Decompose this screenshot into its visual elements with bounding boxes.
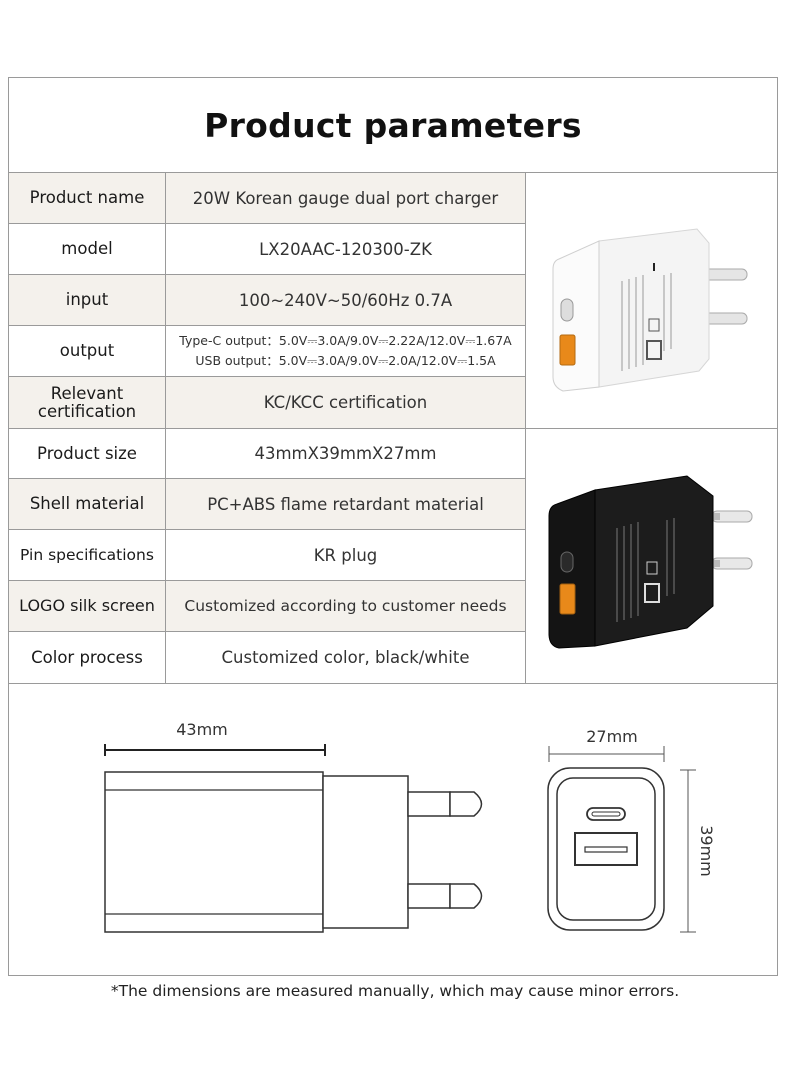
param-label-input: input <box>9 275 165 325</box>
dimension-diagram: 43mm 27mm <box>9 684 777 975</box>
label-line: Relevant <box>50 383 124 403</box>
param-label-logo: LOGO silk screen <box>9 581 165 631</box>
param-value-product-size: 43mmX39mmX27mm <box>254 444 437 463</box>
black-charger-image <box>526 429 777 683</box>
dim-width-label: 27mm <box>586 727 638 746</box>
page-title: Product parameters <box>204 105 582 145</box>
divider <box>9 478 526 479</box>
param-value-model: LX20AAC-120300-ZK <box>259 239 432 259</box>
divider <box>9 428 777 429</box>
divider <box>9 172 777 173</box>
divider <box>9 631 526 632</box>
param-label-pin-specs: Pin specifications <box>20 546 154 564</box>
param-value-logo: Customized according to customer needs <box>166 581 525 631</box>
charger-front-view <box>547 767 665 931</box>
divider <box>9 376 526 377</box>
param-value-shell-material: PC+ABS flame retardant material <box>166 479 525 529</box>
white-charger-image <box>526 173 777 428</box>
param-value-pin-specs: KR plug <box>313 545 378 565</box>
param-value-input: 100~240V~50/60Hz 0.7A <box>166 275 525 325</box>
param-label-model: model <box>61 239 113 258</box>
param-value-product-name: 20W Korean gauge dual port charger <box>166 173 525 223</box>
divider <box>9 683 777 684</box>
param-value-certification: KC/KCC certification <box>166 377 525 428</box>
dim-height-label: 39mm <box>697 825 716 877</box>
divider <box>9 274 526 275</box>
param-label-certification: Relevant certification <box>9 377 165 428</box>
divider <box>9 529 526 530</box>
charger-side-view <box>104 771 483 933</box>
param-value-color: Customized color, black/white <box>221 648 470 667</box>
param-label-product-name: Product name <box>9 173 165 223</box>
output-usb: USB output：5.0V⎓3.0A/9.0V⎓2.0A/12.0V⎓1.5… <box>195 353 496 368</box>
divider <box>9 580 526 581</box>
param-value-output: Type-C output：5.0V⎓3.0A/9.0V⎓2.22A/12.0V… <box>166 326 525 376</box>
divider <box>165 172 166 683</box>
param-label-output: output <box>59 341 115 360</box>
label-line: certification <box>37 401 137 421</box>
divider <box>9 223 526 224</box>
param-label-product-size: Product size <box>37 443 137 463</box>
param-label-color: Color process <box>31 647 143 667</box>
dim-length-label: 43mm <box>176 720 228 739</box>
divider <box>9 325 526 326</box>
output-type-c: Type-C output：5.0V⎓3.0A/9.0V⎓2.22A/12.0V… <box>179 333 512 348</box>
param-label-shell-material: Shell material <box>9 479 165 529</box>
parameters-frame: Product parameters Product name 20W Kore… <box>8 77 778 976</box>
divider <box>525 172 526 683</box>
footnote: *The dimensions are measured manually, w… <box>110 982 680 1000</box>
